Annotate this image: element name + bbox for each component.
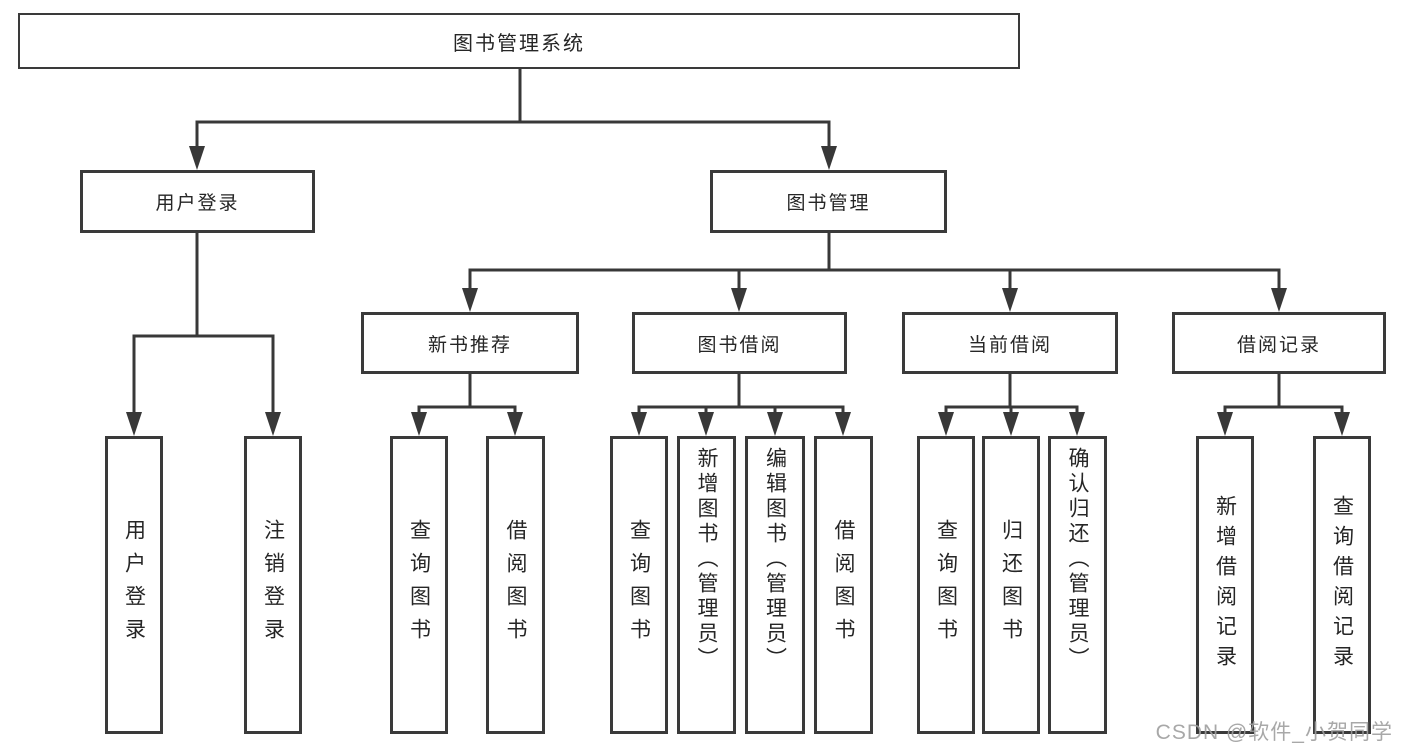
leaf-add-borrow-record: 新增借阅记录 (1196, 436, 1254, 734)
node-root: 图书管理系统 (18, 13, 1020, 69)
leaf-borrow-books-2: 借阅图书 (814, 436, 873, 734)
node-current-borrow: 当前借阅 (902, 312, 1118, 374)
node-book-mgmt: 图书管理 (710, 170, 947, 233)
node-user-login: 用户登录 (80, 170, 315, 233)
leaf-add-book-admin: 新增图书（管理员） (677, 436, 736, 734)
leaf-query-books-1: 查询图书 (390, 436, 448, 734)
leaf-borrow-books-1: 借阅图书 (486, 436, 545, 734)
leaf-return-book: 归还图书 (982, 436, 1040, 734)
watermark-text: CSDN @软件_小贺同学 (1155, 721, 1393, 744)
node-book-borrow: 图书借阅 (632, 312, 847, 374)
leaf-query-books-2: 查询图书 (610, 436, 668, 734)
leaf-user-login: 用户登录 (105, 436, 163, 734)
node-borrow-records: 借阅记录 (1172, 312, 1386, 374)
node-new-book-rec: 新书推荐 (361, 312, 579, 374)
leaf-logout: 注销登录 (244, 436, 302, 734)
leaf-confirm-return-admin: 确认归还（管理员） (1048, 436, 1107, 734)
leaf-query-books-3: 查询图书 (917, 436, 975, 734)
leaf-query-borrow-record: 查询借阅记录 (1313, 436, 1371, 734)
leaf-edit-book-admin: 编辑图书（管理员） (745, 436, 805, 734)
